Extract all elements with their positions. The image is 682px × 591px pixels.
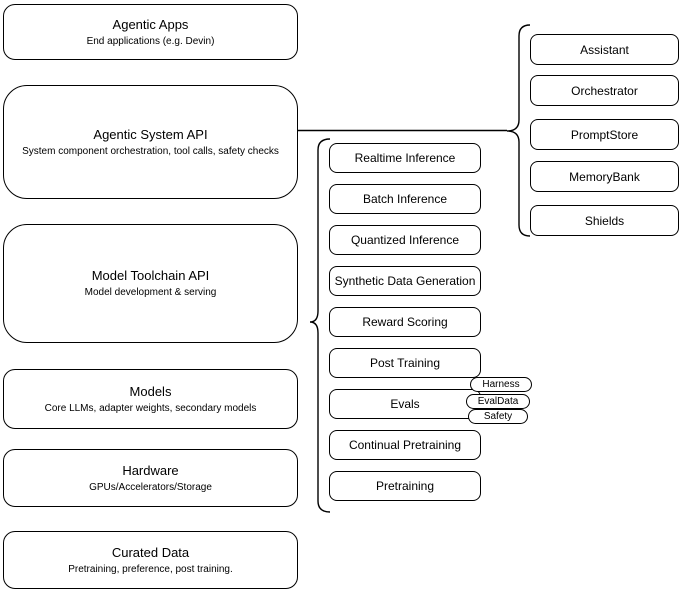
node-models: Models Core LLMs, adapter weights, secon… <box>3 369 298 429</box>
tag-safety: Safety <box>468 409 528 424</box>
node-hardware: Hardware GPUs/Accelerators/Storage <box>3 449 298 507</box>
node-subtitle: End applications (e.g. Devin) <box>86 35 215 47</box>
node-realtime-inference: Realtime Inference <box>329 143 481 173</box>
node-post-training: Post Training <box>329 348 481 378</box>
node-agentic-system-api: Agentic System API System component orch… <box>3 85 298 199</box>
node-subtitle: System component orchestration, tool cal… <box>22 145 279 157</box>
node-label: PromptStore <box>570 127 639 142</box>
tag-harness: Harness <box>470 377 532 392</box>
node-label: Orchestrator <box>571 83 638 98</box>
node-title: Curated Data <box>111 544 190 560</box>
tag-label: Harness <box>482 378 520 390</box>
node-subtitle: GPUs/Accelerators/Storage <box>89 481 212 493</box>
node-reward-scoring: Reward Scoring <box>329 307 481 337</box>
brace-toolchain-group <box>309 138 331 513</box>
brace-components-group <box>506 24 531 237</box>
node-label: MemoryBank <box>569 169 640 184</box>
node-curated-data: Curated Data Pretraining, preference, po… <box>3 531 298 589</box>
node-label: Pretraining <box>375 479 435 493</box>
node-subtitle: Core LLMs, adapter weights, secondary mo… <box>44 402 257 414</box>
tag-evaldata: EvalData <box>466 394 530 409</box>
node-model-toolchain-api: Model Toolchain API Model development & … <box>3 224 298 343</box>
node-pretraining: Pretraining <box>329 471 481 501</box>
node-quantized-inference: Quantized Inference <box>329 225 481 255</box>
node-label: Batch Inference <box>362 192 448 206</box>
tag-label: EvalData <box>477 395 519 407</box>
node-subtitle: Pretraining, preference, post training. <box>68 563 233 575</box>
node-title: Hardware <box>122 462 179 478</box>
node-label: Shields <box>584 213 625 228</box>
node-label: Realtime Inference <box>354 151 456 165</box>
node-synthetic-data-generation: Synthetic Data Generation <box>329 266 481 296</box>
node-agentic-apps: Agentic Apps End applications (e.g. Devi… <box>3 4 298 60</box>
node-batch-inference: Batch Inference <box>329 184 481 214</box>
node-title: Agentic Apps <box>112 16 189 32</box>
node-continual-pretraining: Continual Pretraining <box>329 430 481 460</box>
node-label: Synthetic Data Generation <box>334 274 476 288</box>
node-evals: Evals <box>329 389 481 419</box>
node-label: Quantized Inference <box>350 233 460 247</box>
node-label: Reward Scoring <box>362 315 448 329</box>
node-assistant: Assistant <box>530 34 679 65</box>
node-promptstore: PromptStore <box>530 119 679 150</box>
node-orchestrator: Orchestrator <box>530 75 679 106</box>
node-label: Continual Pretraining <box>348 438 462 452</box>
node-memorybank: MemoryBank <box>530 161 679 192</box>
node-title: Agentic System API <box>93 126 208 142</box>
node-title: Model Toolchain API <box>91 268 210 283</box>
node-title: Models <box>129 383 172 399</box>
node-label: Post Training <box>369 356 441 370</box>
node-shields: Shields <box>530 205 679 236</box>
node-subtitle: Model development & serving <box>84 287 217 298</box>
node-label: Assistant <box>580 42 629 57</box>
tag-label: Safety <box>483 410 513 422</box>
node-label: Evals <box>390 397 420 411</box>
